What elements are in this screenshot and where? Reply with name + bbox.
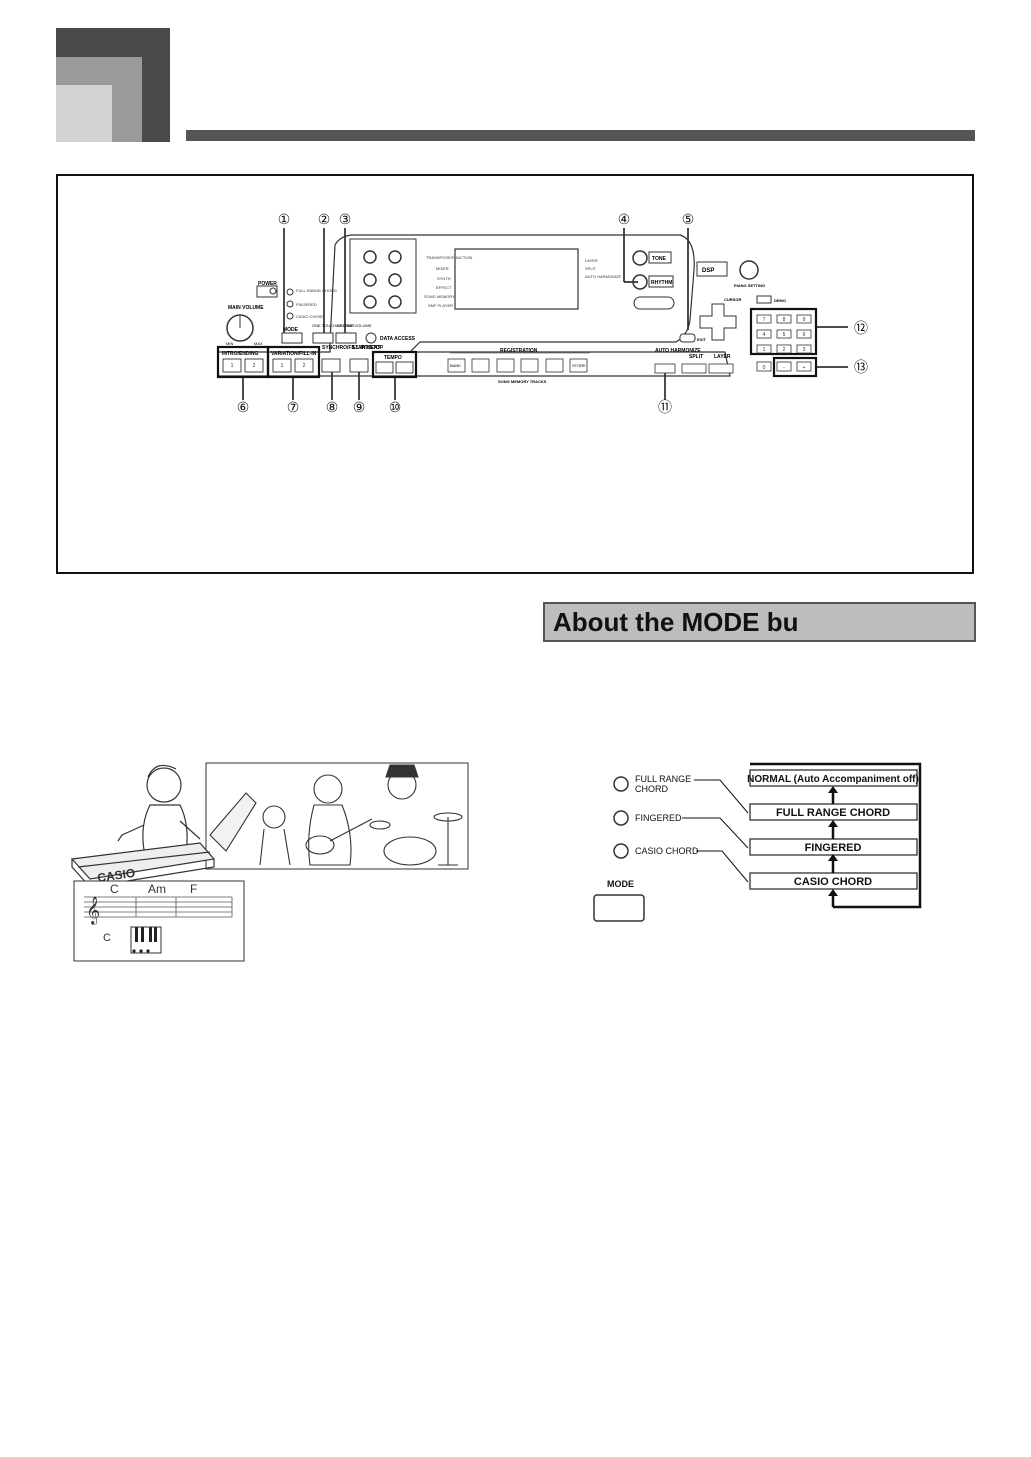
song-memory-tracks-label: SONG MEMORY TRACKS (498, 379, 547, 384)
led-label-fingered: FINGERED (635, 813, 682, 823)
section-heading-box: About the MODE bu (543, 602, 976, 642)
treble-clef-icon: 𝄞 (86, 897, 100, 925)
led-label-full-range: FULL RANGE CHORD (635, 774, 694, 794)
callout-8: ⑧ (326, 399, 339, 415)
numpad-minus: - (783, 365, 785, 371)
numpad-0: 0 (763, 365, 766, 371)
display-label-synth: SYNTH (437, 276, 451, 281)
corner-block-light (56, 85, 112, 142)
volume-min-label: MIN (226, 341, 233, 346)
callout-5: ⑤ (682, 211, 695, 227)
callout-13: ⑬ (854, 359, 868, 375)
numpad-3: 3 (803, 347, 806, 353)
callout-12: ⑫ (854, 320, 868, 336)
volume-max-label: MAX (254, 341, 263, 346)
bank-label: BANK (450, 363, 461, 368)
one-touch-label: ONE TOUCH SETTING (312, 323, 354, 328)
tone-label: TONE (652, 256, 666, 262)
numpad-7: 7 (763, 317, 766, 323)
display-label-song-memory: SONG MEMORY (424, 294, 455, 299)
numpad-plus: + (803, 365, 806, 371)
rhythm-label: RHYTHM (651, 280, 672, 286)
demo-label: DEMO (774, 298, 786, 303)
dsp-label: DSP (702, 268, 714, 274)
led-fingered-icon (613, 810, 629, 826)
numpad-8: 8 (783, 317, 786, 323)
display-label-split: SPLIT (585, 266, 597, 271)
store-label: STORE (572, 363, 586, 368)
variation-fill-label: VARIATION/FILL-IN (271, 351, 317, 357)
numpad-5: 5 (783, 332, 786, 338)
display-label-effect: EFFECT (436, 285, 452, 290)
display-label-autoharm: AUTO HARMONIZE (585, 274, 621, 279)
split-label: SPLIT (689, 354, 703, 360)
callout-6: ⑥ (237, 399, 250, 415)
led-label-full-range-line2: CHORD (635, 784, 668, 794)
main-volume-label: MAIN VOLUME (228, 305, 264, 311)
callout-7: ⑦ (287, 399, 300, 415)
keyboard-panel-diagram: ① ② ③ ④ ⑤ ⑥ ⑦ ⑧ ⑨ ⑩ ⑪ ⑫ ⑬ TRA (216, 211, 868, 415)
panel-led-label-fingered: FINGERED (296, 302, 317, 307)
numpad-9: 9 (803, 317, 806, 323)
mode-button (593, 894, 645, 922)
display-label-layer: LAYER (585, 258, 598, 263)
variation-1: 1 (281, 363, 284, 369)
synchro-label: SYNCHRO/FILL-IN NEXT (322, 345, 380, 351)
variation-2: 2 (303, 363, 306, 369)
accomp-volume-label: ACCOMP VOLUME (336, 323, 372, 328)
bass-note-c: C (103, 932, 111, 944)
chord-c: C (110, 882, 119, 896)
callout-4: ④ (618, 211, 631, 227)
display-label-mixer: MIXER (436, 266, 449, 271)
auto-harmonize-label: AUTO HARMONIZE (655, 348, 701, 354)
led-casio-icon (613, 843, 629, 859)
cursor-label: CURSOR (724, 297, 741, 302)
registration-label: REGISTRATION (500, 348, 538, 354)
exit-label: EXIT (697, 337, 706, 342)
mode-diagram: FULL RANGE CHORD FINGERED CASIO CHORD MO… (593, 762, 922, 922)
casio-brand: CASIO (96, 866, 136, 885)
chord-f: F (190, 882, 197, 896)
display-label-transpose: TRANSPOSE/FUNCTION (426, 255, 473, 260)
led-full-range-icon (613, 776, 629, 792)
numpad-1: 1 (763, 347, 766, 353)
layer-label: LAYER (714, 354, 731, 360)
numpad-2: 2 (783, 347, 786, 353)
numpad-4: 4 (763, 332, 766, 338)
callout-9: ⑨ (353, 399, 366, 415)
chord-am: Am (148, 882, 166, 896)
panel-led-label-casio: CASIO CHORD (296, 314, 324, 319)
section-heading: About the MODE bu (553, 607, 799, 637)
callout-10: ⑩ (389, 399, 402, 415)
led-label-casio: CASIO CHORD (635, 846, 699, 856)
band-illustration: CASIO 𝄞 C Am F C (70, 762, 469, 962)
intro-ending-label: INTRO/ENDING (222, 351, 259, 357)
panel-mode-label: MODE (283, 327, 299, 333)
mode-button-label: MODE (607, 879, 634, 889)
display-label-smf: SMF PLAYER (428, 303, 453, 308)
panel-led-label-full: FULL RANGE CHORD (296, 288, 337, 293)
callout-11: ⑪ (658, 399, 672, 415)
callout-2: ② (318, 211, 331, 227)
panel-mode-button (281, 332, 303, 344)
numpad-6: 6 (803, 332, 806, 338)
tempo-label: TEMPO (384, 355, 402, 361)
callout-1: ① (278, 211, 291, 227)
panel-diagram-frame (56, 174, 974, 574)
data-access-label: DATA ACCESS (380, 336, 416, 342)
power-label: POWER (258, 281, 277, 287)
state-casio: CASIO CHORD (794, 876, 872, 888)
mini-keyboard-icon (130, 926, 162, 954)
header-rule (186, 130, 975, 141)
state-full-range: FULL RANGE CHORD (776, 807, 890, 819)
state-fingered: FINGERED (805, 842, 862, 854)
piano-setting-label: PIANO SETTING (734, 283, 765, 288)
callout-3: ③ (339, 211, 352, 227)
intro-2: 2 (253, 363, 256, 369)
intro-1: 1 (231, 363, 234, 369)
start-stop-label: START/STOP (352, 345, 384, 351)
state-normal: NORMAL (Auto Accompaniment off) (747, 774, 919, 785)
